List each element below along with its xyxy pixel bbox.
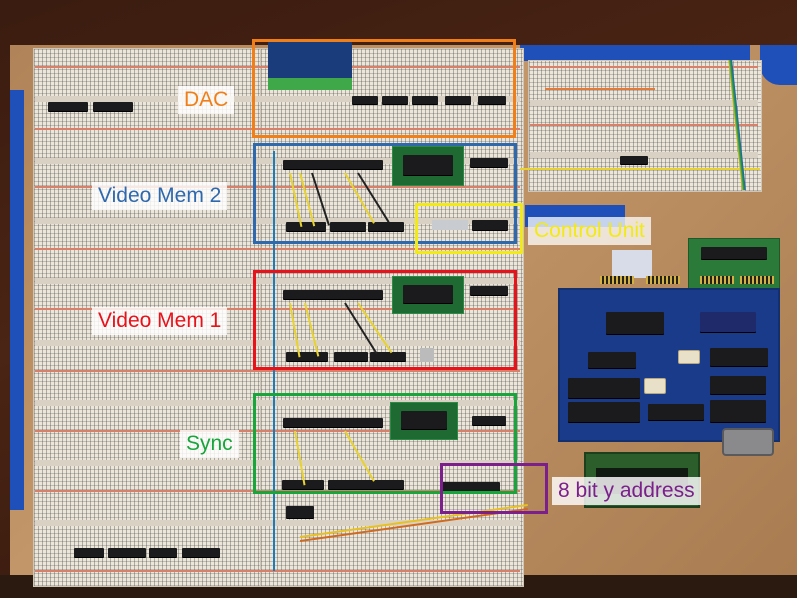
breadboard-channel: [35, 400, 520, 406]
ic-chip: [370, 352, 406, 361]
power-rail: [35, 128, 520, 130]
video-mem-2-label: Video Mem 2: [92, 182, 228, 210]
ic-chip: [472, 220, 508, 230]
ribbon-cable: [612, 250, 652, 278]
blue-tape-corner: [760, 45, 797, 85]
breadboard-middle-column: [260, 48, 524, 587]
ic-chip: [710, 348, 768, 366]
ic-chip: [472, 416, 506, 425]
ic-chip: [445, 96, 471, 104]
sram-adapter-board: [392, 146, 464, 186]
ic-chip: [286, 352, 328, 361]
ic-chip: [470, 286, 508, 295]
ic-chip: [568, 378, 640, 398]
power-rail: [35, 248, 520, 250]
jumper-wire: [520, 168, 760, 170]
pin-header: [700, 276, 734, 284]
pin-header: [646, 276, 680, 284]
ic-chip: [283, 418, 383, 427]
ic-chip: [368, 222, 404, 231]
ic-chip: [182, 548, 220, 557]
blue-tape-left: [10, 90, 24, 510]
ic-chip: [648, 404, 704, 420]
ic-chip: [48, 102, 88, 111]
sram-adapter-board: [392, 276, 464, 314]
breadboard-left-column: [33, 48, 285, 587]
crystal-oscillator: [678, 350, 700, 364]
y-address-label: 8 bit y address: [552, 477, 701, 505]
power-rail: [35, 308, 520, 310]
breadboard-top-right: [528, 60, 762, 192]
ic-chip: [412, 96, 438, 104]
screw-terminal-block: [268, 78, 352, 90]
ic-chip: [286, 222, 326, 231]
breadboard-channel: [35, 158, 520, 164]
ic-chip: [442, 482, 500, 491]
breadboard-channel: [35, 218, 520, 224]
pin-header: [600, 276, 634, 284]
power-rail: [35, 430, 520, 432]
dac-label: DAC: [178, 86, 235, 114]
ic-chip: [620, 156, 648, 164]
ic-chip: [700, 312, 756, 332]
control-unit-label: Control Unit: [528, 217, 651, 245]
eeprom-adapter-board: [390, 402, 458, 440]
ic-chip: [478, 96, 506, 104]
breadboard-channel: [35, 278, 520, 284]
control-unit-region-box: [415, 203, 523, 254]
video-mem-2-region-box: [253, 143, 517, 244]
ic-chip: [710, 376, 766, 394]
breadboard-channel: [530, 100, 758, 106]
power-rail: [35, 186, 520, 188]
ic-chip: [352, 96, 378, 104]
ic-chip: [606, 312, 664, 334]
db9-connector: [722, 428, 774, 456]
sync-region-box: [253, 393, 517, 494]
breadboard-channel: [35, 520, 520, 526]
video-mem-1-label: Video Mem 1: [92, 307, 228, 335]
ic-chip: [149, 548, 177, 557]
ic-chip: [93, 102, 133, 111]
dac-region-box: [252, 39, 516, 138]
ic-chip: [588, 352, 636, 368]
video-mem-1-region-box: [253, 270, 517, 370]
ic-chip: [470, 158, 508, 167]
ic-chip: [283, 290, 383, 299]
breadboard-channel: [35, 96, 520, 102]
crystal-oscillator: [644, 378, 666, 394]
ic-chip: [710, 400, 766, 422]
power-rail: [530, 66, 758, 68]
power-rail: [35, 570, 520, 572]
pin-header: [740, 276, 774, 284]
breadboard-channel: [35, 340, 520, 346]
ic-chip: [283, 160, 383, 169]
ic-chip: [108, 548, 146, 557]
ic-chip: [382, 96, 408, 104]
dac-breakout-board: [268, 40, 352, 80]
control-unit-board: [558, 288, 780, 442]
ic-chip: [286, 506, 314, 518]
power-rail: [35, 370, 520, 372]
crystal-oscillator: [420, 348, 434, 362]
ic-chip: [74, 548, 104, 557]
led-bar-graph: [432, 220, 468, 230]
power-rail: [530, 124, 758, 126]
ic-chip: [334, 352, 368, 361]
sync-label: Sync: [180, 430, 239, 458]
y-address-region-box: [440, 463, 548, 514]
blue-tape-top-right: [520, 45, 750, 61]
ic-chip: [330, 222, 366, 231]
ic-chip: [568, 402, 640, 422]
breadboard-channel: [35, 460, 520, 466]
jumper-wire: [545, 88, 655, 90]
breadboard-channel: [530, 152, 758, 158]
ic-chip: [328, 480, 404, 489]
